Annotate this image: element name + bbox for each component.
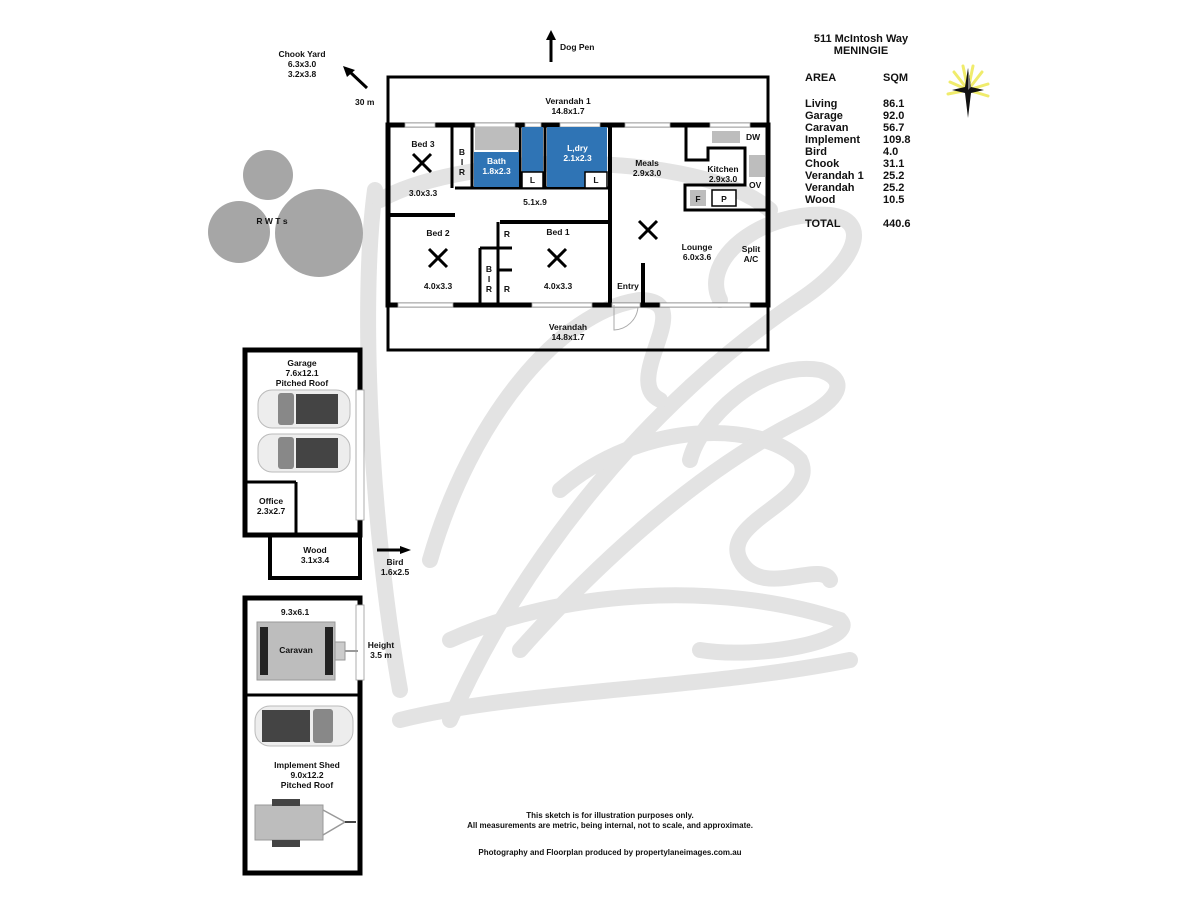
disclaimer-line2: All measurements are metric, being inter… (467, 821, 753, 830)
dishwasher-label: DW (746, 132, 761, 142)
north-star-compass-icon (946, 64, 990, 118)
implement-car (254, 705, 354, 747)
robe-label-2: R (503, 284, 511, 294)
fridge-label: F (695, 194, 701, 204)
shed-walls (242, 595, 363, 876)
bed1-dim: 4.0x3.3 (543, 281, 573, 291)
pantry-label: P (721, 194, 727, 204)
caravan-shed-door (355, 604, 365, 681)
bed3-name: Bed 3 (411, 139, 435, 149)
fridge (690, 190, 706, 206)
linen-cupboard-2 (584, 171, 608, 189)
caravan-label: Caravan (279, 645, 313, 655)
entry-label: Entry (617, 281, 639, 291)
garage-door (355, 389, 365, 521)
rwt-label: R W T s (256, 216, 288, 226)
linen-cupboard-1 (521, 171, 544, 189)
chook-yard-label: Chook Yard 6.3x3.0 3.2x3.8 (278, 49, 326, 79)
pantry (711, 189, 737, 207)
property-town: MENINGIE (833, 45, 889, 57)
watermark-logo (360, 155, 862, 728)
bird-label: Bird 1.6x2.5 (380, 557, 410, 577)
house-walls (385, 75, 771, 352)
hall-dim: 5.1x.9 (523, 197, 547, 207)
bed1-name: Bed 1 (546, 227, 570, 237)
oven-label: OV (749, 180, 762, 190)
bed2-name: Bed 2 (426, 228, 450, 238)
bathtub (475, 128, 519, 150)
chook-distance: 30 m (355, 97, 375, 107)
area-table-header: AREA SQM (805, 72, 909, 84)
rainwater-tanks (208, 150, 363, 277)
bed3-dim: 3.0x3.3 (408, 188, 438, 198)
ceiling-fans (411, 152, 659, 269)
credit-line: Photography and Floorplan produced by pr… (478, 848, 742, 857)
robe-label-1: R (503, 229, 511, 239)
windows (397, 122, 751, 308)
property-address: 511 McIntosh Way (813, 33, 909, 45)
bed2-dim: 4.0x3.3 (423, 281, 453, 291)
linen-label-2: L (593, 175, 599, 185)
caravan-graphic (256, 621, 358, 681)
garage-cars (257, 389, 351, 473)
dog-pen-label: Dog Pen (560, 42, 595, 52)
cooktop (749, 155, 765, 177)
trailer-graphic (254, 799, 356, 847)
entry-door (613, 305, 639, 331)
disclaimer-line1: This sketch is for illustration purposes… (526, 811, 694, 820)
caravan-shed-dim: 9.3x6.1 (280, 607, 310, 617)
sink (712, 131, 740, 143)
direction-arrows (343, 30, 556, 554)
linen-label-1: L (529, 175, 536, 185)
